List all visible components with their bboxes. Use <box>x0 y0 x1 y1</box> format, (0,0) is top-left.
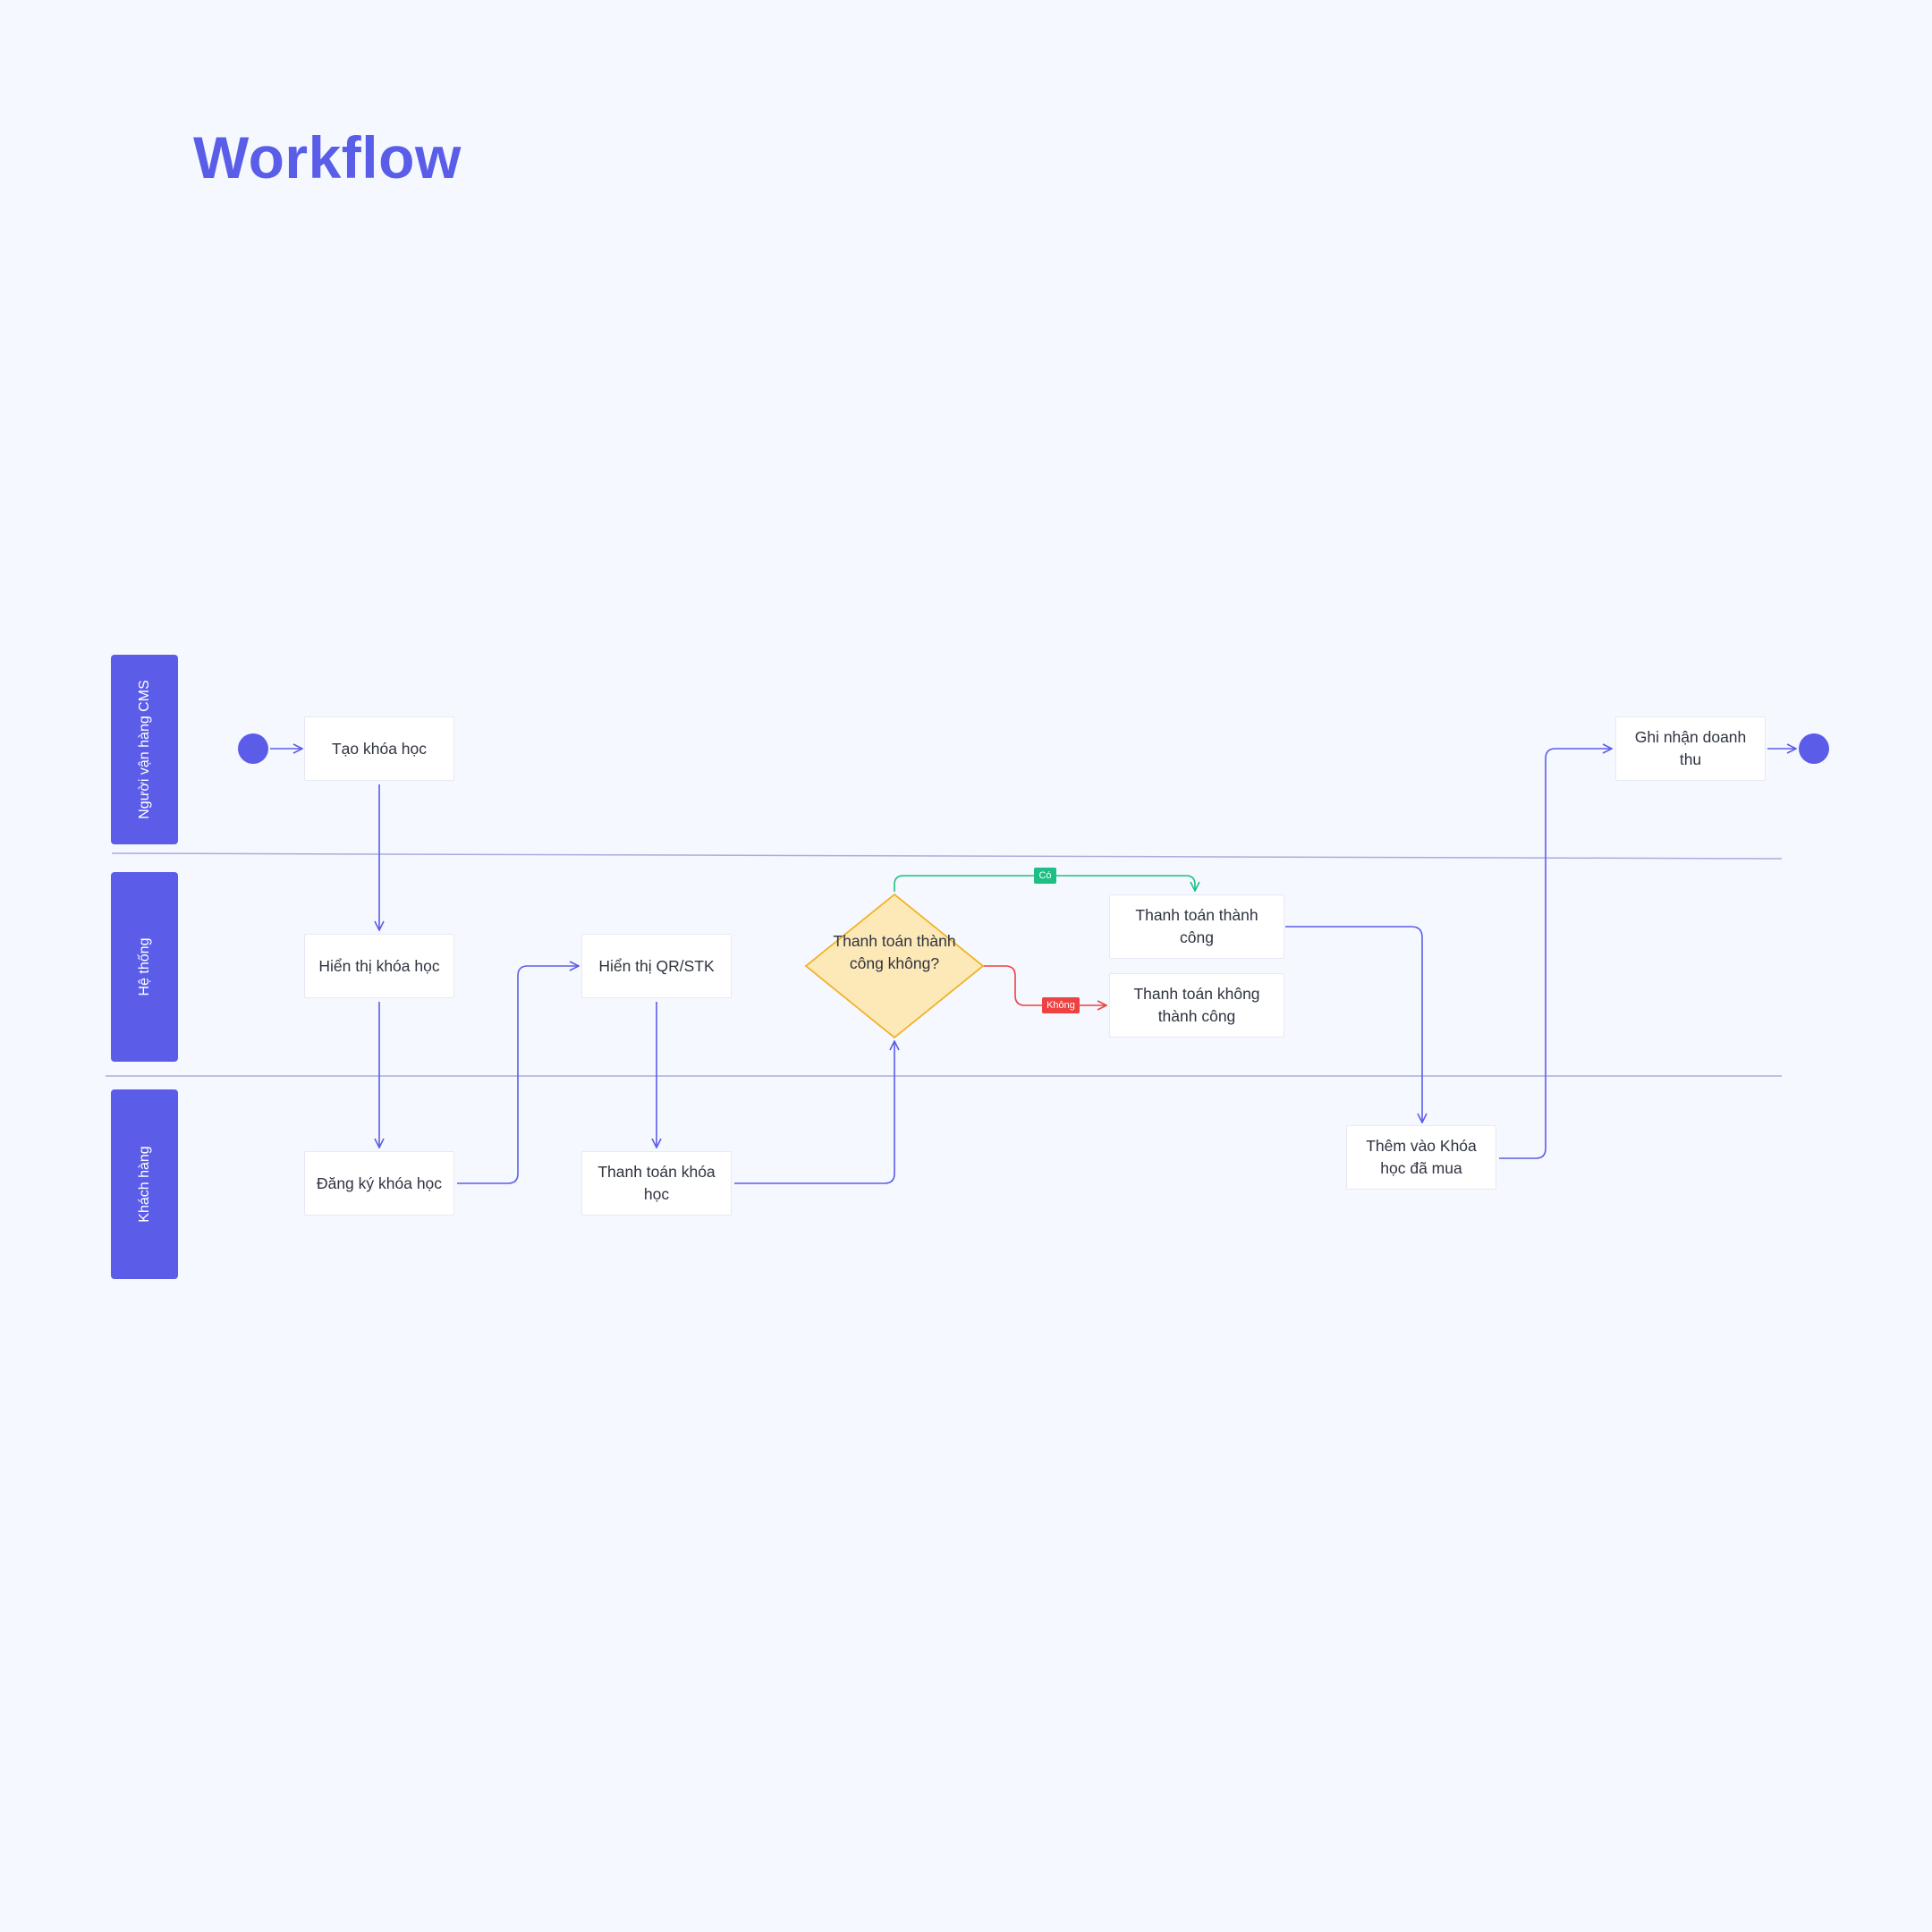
no-badge: Không <box>1042 997 1080 1013</box>
node-record-revenue[interactable]: Ghi nhận doanh thu <box>1615 716 1766 781</box>
connector <box>1499 749 1612 1159</box>
yes-badge: Có <box>1034 868 1056 884</box>
lane-label-system: Hệ thống <box>111 872 178 1062</box>
node-display-course[interactable]: Hiển thị khóa học <box>304 934 454 998</box>
connector <box>1285 926 1422 1123</box>
node-payment-failed[interactable]: Thanh toán không thành công <box>1109 973 1284 1038</box>
node-payment-success[interactable]: Thanh toán thành công <box>1109 894 1284 959</box>
lane-divider <box>111 852 1783 860</box>
node-display-qr[interactable]: Hiển thị QR/STK <box>581 934 732 998</box>
decision-label: Thanh toán thành công không? <box>833 932 956 972</box>
connector <box>457 966 579 1184</box>
node-pay-course[interactable]: Thanh toán khóa học <box>581 1151 732 1216</box>
connector <box>734 1041 894 1184</box>
end-node <box>1799 733 1829 764</box>
lane-label-cms-operator: Người vận hàng CMS <box>111 655 178 844</box>
decision-diamond <box>804 893 985 1039</box>
node-add-purchased-course[interactable]: Thêm vào Khóa học đã mua <box>1346 1125 1496 1190</box>
connector-no <box>983 965 1106 1005</box>
page-title: Workflow <box>193 124 462 191</box>
lane-label-customer: Khách hàng <box>111 1089 178 1279</box>
node-register-course[interactable]: Đăng ký khóa học <box>304 1151 454 1216</box>
node-create-course[interactable]: Tạo khóa học <box>304 716 454 781</box>
start-node <box>238 733 268 764</box>
